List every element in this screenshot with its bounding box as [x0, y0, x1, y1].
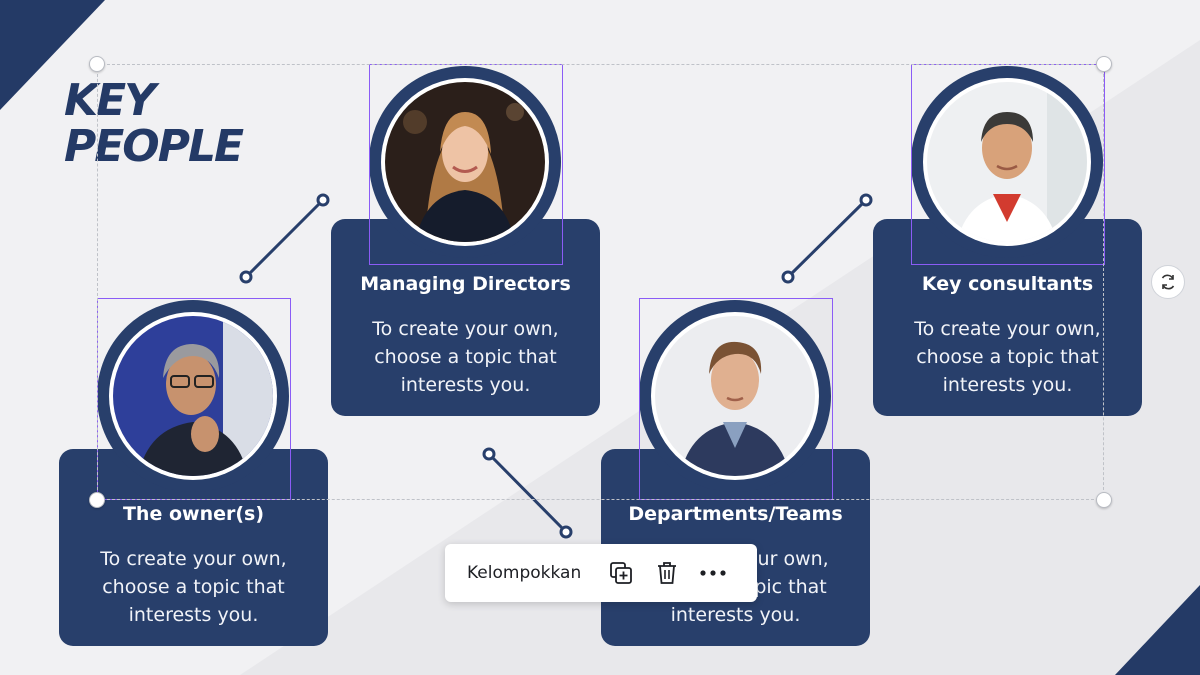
connector-dot [239, 270, 253, 284]
woman-portrait-icon [385, 82, 545, 242]
connector-dot [781, 270, 795, 284]
card-heading: The owner(s) [122, 503, 265, 525]
resize-handle-bottom-right[interactable] [1096, 492, 1112, 508]
resize-handle-top-left[interactable] [89, 56, 105, 72]
connector-line-2 [786, 198, 868, 279]
photo-frame-key-consultants[interactable] [911, 66, 1103, 258]
card-owners[interactable]: The owner(s) To create your own, choose … [59, 449, 328, 646]
selection-box [639, 298, 833, 500]
young-man-portrait-icon [655, 316, 815, 476]
card-heading: Managing Directors [360, 273, 571, 295]
resize-handle-top-right[interactable] [1096, 56, 1112, 72]
duplicate-button[interactable] [603, 555, 639, 591]
connector-line-3 [487, 452, 568, 534]
card-description: To create your own, choose a topic that … [372, 318, 559, 396]
title-line-2: PEOPLE [64, 121, 244, 172]
delete-button[interactable] [649, 555, 685, 591]
connector-line-1 [244, 198, 325, 279]
rotate-button[interactable] [1151, 265, 1185, 299]
man-portrait-icon [927, 82, 1087, 242]
rotate-icon [1161, 274, 1175, 290]
trash-icon [658, 562, 677, 584]
photo-frame-owners[interactable] [97, 300, 289, 492]
card-heading: Departments/Teams [628, 503, 843, 525]
card-description: To create your own, choose a topic that … [100, 548, 287, 626]
selection-box [911, 64, 1105, 265]
group-button[interactable]: Kelompokkan [467, 563, 582, 583]
photo-frame-departments[interactable] [639, 300, 831, 492]
connector-dot [482, 447, 496, 461]
floating-toolbar: Kelompokkan [445, 544, 757, 602]
slide-title[interactable]: KEY PEOPLE [64, 78, 324, 170]
selection-box [369, 64, 563, 265]
connector-dot [859, 193, 873, 207]
connector-dot [559, 525, 573, 539]
resize-handle-bottom-left[interactable] [89, 492, 105, 508]
duplicate-icon [610, 562, 633, 584]
connector-dot [316, 193, 330, 207]
photo-frame-managing-directors[interactable] [369, 66, 561, 258]
more-icon [700, 570, 726, 576]
selection-box [97, 298, 291, 500]
title-line-1: KEY [64, 75, 156, 126]
card-description: To create your own, choose a topic that … [914, 318, 1101, 396]
more-button[interactable] [695, 555, 731, 591]
card-heading: Key consultants [921, 273, 1094, 295]
